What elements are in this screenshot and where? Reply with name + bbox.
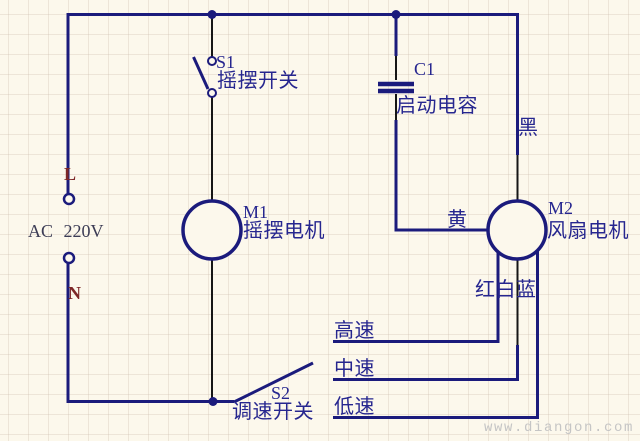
- black-leads: [211, 14, 519, 401]
- motor-m1-name: 摇摆电机: [243, 219, 325, 242]
- labels: L N AC 220V S1 摇摆开关 C1 启动电容 M1 摇摆电机 M2 风…: [28, 52, 634, 436]
- wires: [66, 13, 539, 419]
- switch-s2-ref: S2: [271, 383, 290, 403]
- junction-top-cap: [391, 10, 401, 19]
- terminal-l-label: L: [64, 164, 76, 184]
- speed-tap-low-label: 低速: [334, 395, 375, 418]
- terminal-n-label: N: [68, 283, 81, 303]
- switch-s1-name: 摇摆开关: [217, 69, 299, 92]
- capacitor-c1: [378, 81, 414, 94]
- terminal-n-circle: [62, 251, 76, 265]
- switch-s1-ref: S1: [216, 52, 235, 72]
- switch-s2-name: 调速开关: [232, 400, 314, 423]
- motor-m1-symbol: [181, 199, 243, 261]
- terminal-l-circle: [62, 192, 76, 206]
- switch-s1-contact-top: [207, 56, 217, 66]
- switch-s2: [233, 361, 314, 404]
- speed-tap-high-label: 高速: [334, 319, 375, 342]
- power-terminals: [62, 192, 76, 265]
- junction-top-s1: [207, 10, 217, 19]
- watermark-text: www.diangon.com: [484, 420, 634, 436]
- switch-s1-contact-bottom: [207, 88, 217, 98]
- motor-m2-symbol: [486, 199, 548, 261]
- motor-m1-ref: M1: [243, 202, 268, 222]
- switch-s1: [192, 56, 217, 98]
- wire-cap-to-m2-yellow: [394, 120, 488, 232]
- wire-label-yellow: 黄: [447, 208, 468, 231]
- motor-m2-ref: M2: [548, 198, 573, 218]
- speed-tap-medium-label: 中速: [334, 357, 375, 380]
- junction-nodes: [207, 10, 401, 406]
- motor-m2-name: 风扇电机: [547, 219, 629, 242]
- switch-s2-blade: [233, 361, 314, 404]
- capacitor-c1-ref: C1: [414, 59, 435, 79]
- wire-label-red-white-blue: 红白蓝: [475, 278, 537, 301]
- wire-label-black: 黑: [518, 117, 539, 139]
- capacitor-c1-name: 启动电容: [396, 94, 478, 117]
- junction-bottom-m1: [208, 397, 218, 406]
- switch-s1-blade: [192, 56, 210, 90]
- power-source-label: AC 220V: [28, 221, 104, 241]
